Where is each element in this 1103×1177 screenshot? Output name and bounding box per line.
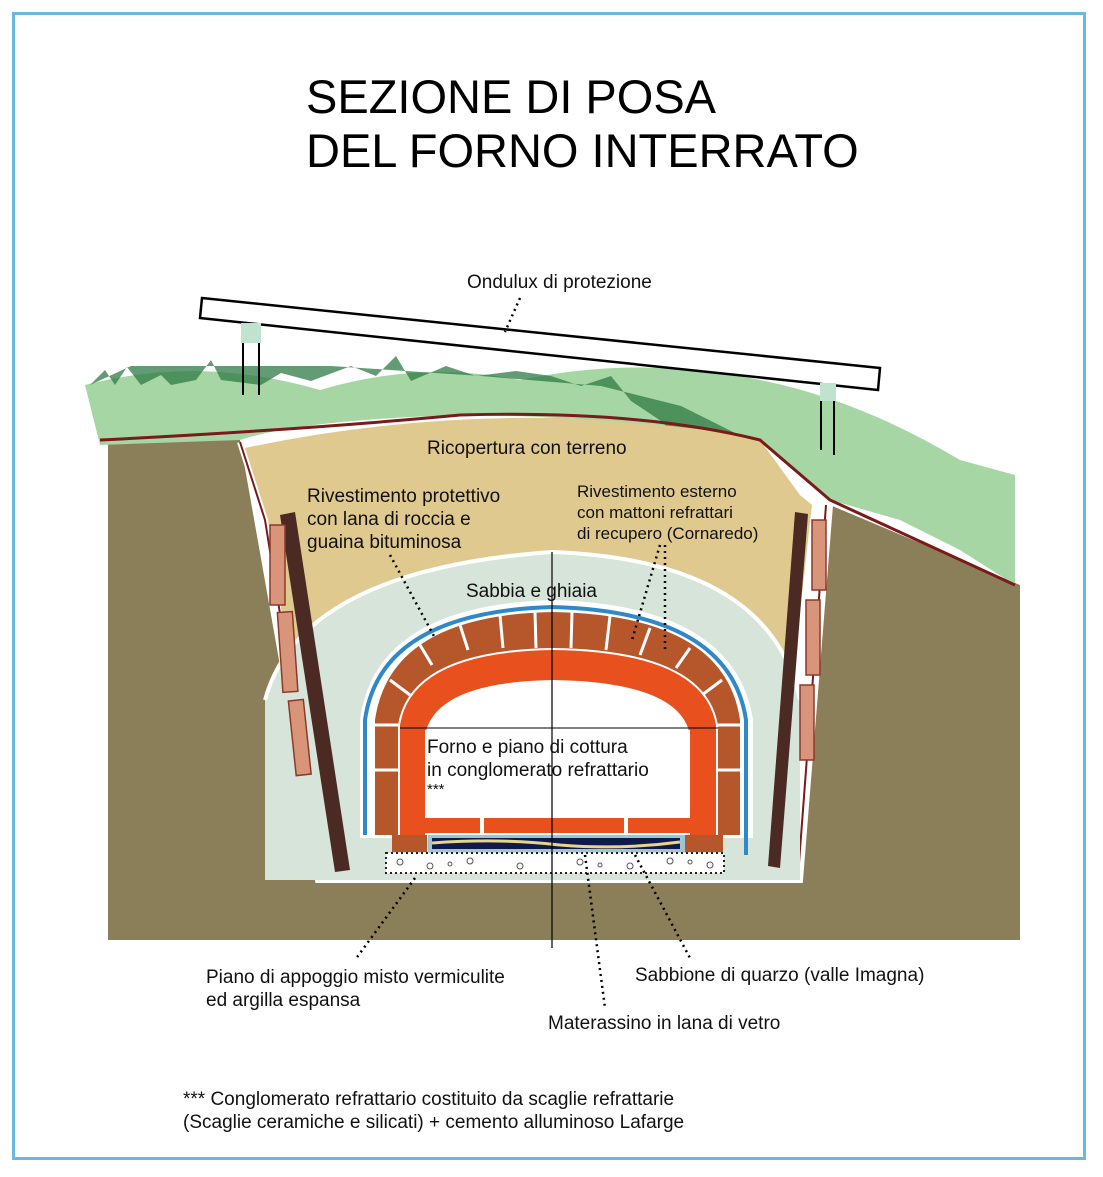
title-line-1: SEZIONE DI POSA	[306, 70, 717, 123]
label-sabbione: Sabbione di quarzo (valle Imagna)	[635, 965, 925, 986]
bitumen-membrane	[363, 604, 748, 855]
label-forno: Forno e piano di cottura in conglomerato…	[427, 736, 649, 797]
cooking-floor-right	[628, 818, 690, 833]
label-line: guaina bituminosa	[307, 532, 462, 553]
vermiculite-base	[385, 852, 725, 874]
label-line: di recupero (Cornaredo)	[577, 524, 759, 543]
label-ondulux: Ondulux di protezione	[467, 272, 652, 293]
label-sabbia: Sabbia e ghiaia	[466, 581, 597, 602]
label-line: con mattoni refrattari	[577, 503, 733, 522]
grass-layer	[85, 367, 1015, 585]
oven-chamber	[425, 730, 690, 815]
title-line-2: DEL FORNO INTERRATO	[306, 124, 859, 177]
vegetation	[90, 356, 761, 476]
earth-ground	[108, 440, 1020, 940]
footnote: *** Conglomerato refrattario costituito …	[183, 1088, 684, 1134]
label-piano-appoggio: Piano di appoggio misto vermiculite ed a…	[206, 966, 505, 1012]
label-line: Piano di appoggio misto vermiculite	[206, 967, 505, 988]
label-line: ed argilla espansa	[206, 990, 361, 1011]
label-line: ***	[427, 781, 445, 798]
label-line: con lana di roccia e	[307, 509, 471, 530]
footnote-line: *** Conglomerato refrattario costituito …	[183, 1089, 675, 1110]
left-retaining-post	[280, 512, 350, 872]
footnote-line: (Scaglie ceramiche e silicati) + cemento…	[183, 1112, 685, 1133]
label-line: Rivestimento protettivo	[307, 486, 501, 507]
cooking-floor-left	[422, 818, 480, 833]
label-ricopertura: Ricopertura con terreno	[427, 438, 627, 459]
border-frame	[12, 12, 1086, 1160]
page-title: SEZIONE DI POSA DEL FORNO INTERRATO	[306, 70, 859, 178]
label-materassino: Materassino in lana di vetro	[548, 1013, 781, 1034]
ondulux-roof	[198, 296, 882, 392]
label-rivestimento-esterno: Rivestimento esterno con mattoni refratt…	[577, 481, 758, 544]
label-line: in conglomerato refrattario	[427, 760, 649, 781]
label-rivestimento-protettivo: Rivestimento protettivo con lana di rocc…	[307, 485, 500, 554]
label-line: Rivestimento esterno	[577, 482, 737, 501]
cooking-floor-center	[484, 818, 624, 833]
ground-line	[99, 412, 1016, 587]
right-retaining-post	[768, 512, 808, 868]
label-line: Forno e piano di cottura	[427, 737, 628, 758]
